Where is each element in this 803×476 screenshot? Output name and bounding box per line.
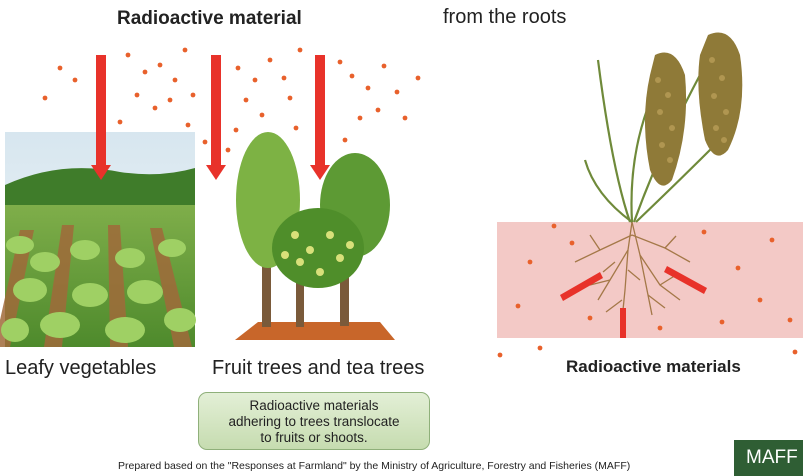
translocation-note-box: Radioactive materials adhering to trees … [198, 392, 430, 450]
label-leafy-vegetables: Leafy vegetables [5, 357, 156, 380]
fallout-arrow-1 [96, 55, 106, 165]
title-from-the-roots: from the roots [443, 6, 566, 29]
label-fruit-trees: Fruit trees and tea trees [212, 357, 424, 380]
fallout-arrow-2-head [206, 165, 226, 180]
soil-cross-section [497, 222, 803, 357]
note-line-1: Radioactive materials [199, 398, 429, 414]
root-uptake-arrow-bottom [620, 308, 626, 338]
note-line-3: to fruits or shoots. [199, 430, 429, 446]
grain-plant-illustration [585, 33, 742, 223]
fallout-arrow-2 [211, 55, 221, 165]
label-radioactive-materials-roots: Radioactive materials [566, 357, 741, 377]
title-radioactive-material: Radioactive material [117, 8, 302, 30]
maff-badge: MAFF [734, 440, 803, 476]
source-footnote: Prepared based on the "Responses at Farm… [118, 460, 630, 472]
fallout-arrow-3 [315, 55, 325, 165]
note-line-2: adhering to trees translocate [199, 414, 429, 430]
